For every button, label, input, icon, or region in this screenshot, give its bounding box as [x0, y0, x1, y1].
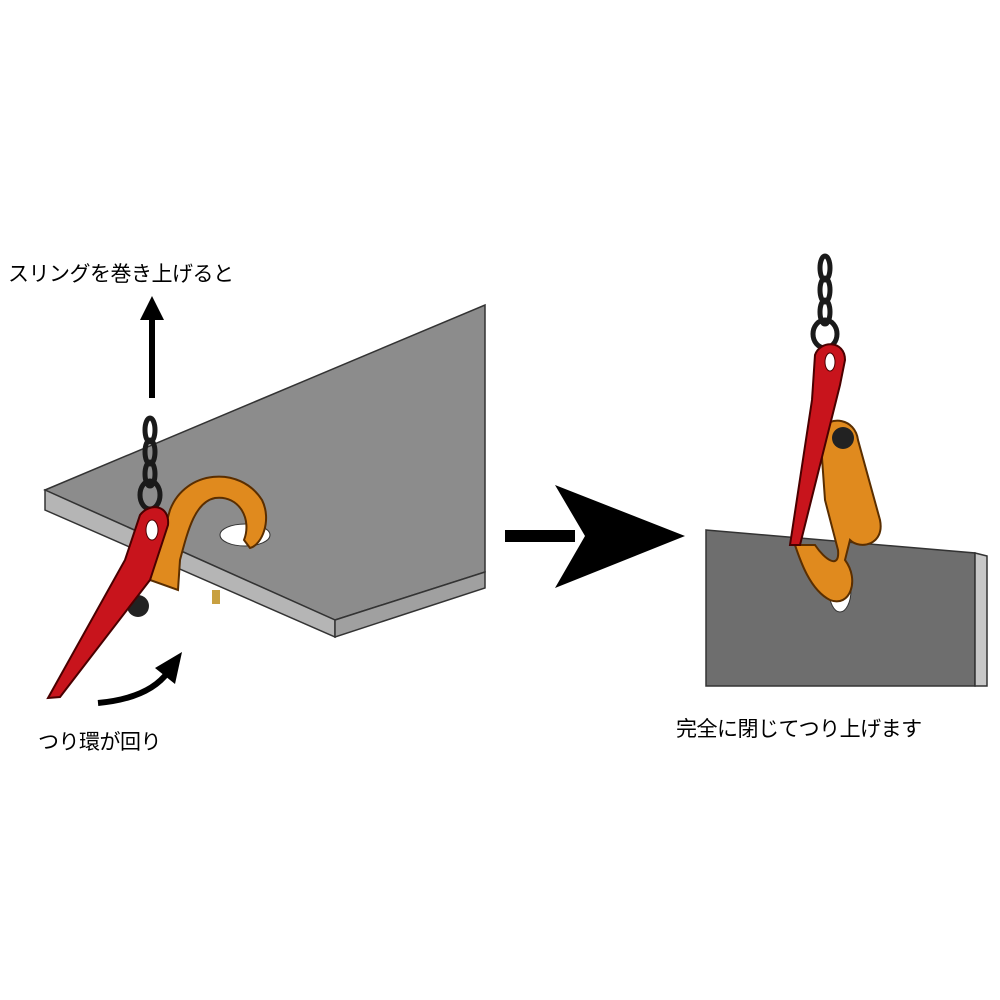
step2-caption: 完全に閉じてつり上げます — [676, 717, 922, 741]
left-chain — [137, 415, 163, 512]
left-steel-plate — [43, 303, 486, 639]
left-lifting-ring — [46, 506, 170, 700]
up-arrow-icon — [140, 296, 164, 398]
rotate-arrow-icon — [97, 652, 182, 706]
right-arrow-icon — [505, 485, 685, 588]
right-chain — [810, 253, 840, 351]
step1-caption-bottom: つり環が回り — [38, 730, 162, 754]
step1-caption-top: スリングを巻き上げると — [8, 262, 234, 286]
right-clamp-hook — [793, 419, 882, 603]
right-lifting-ring — [788, 343, 847, 546]
